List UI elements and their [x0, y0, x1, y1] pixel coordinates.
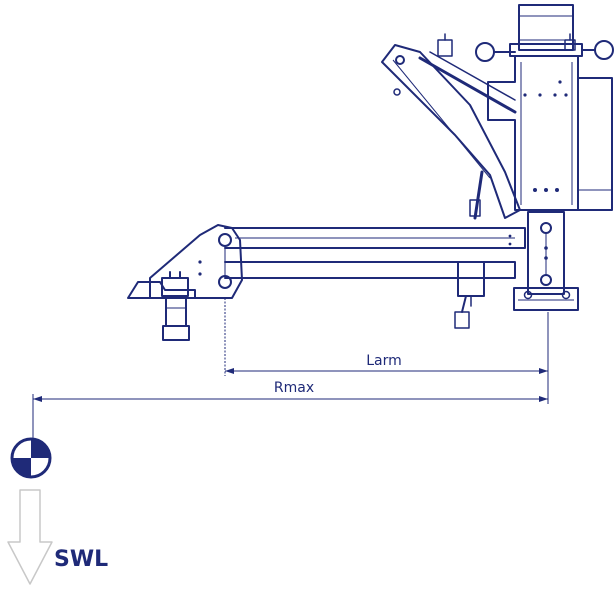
- larm-dimension: [225, 368, 548, 374]
- dimension-extension-lines: [32, 298, 549, 440]
- upper-lever: [381, 33, 521, 220]
- center-of-gravity-icon: [10, 437, 52, 479]
- rmax-dimension: [33, 396, 548, 402]
- rmax-label: Rmax: [274, 380, 314, 396]
- down-arrow-icon: [7, 489, 53, 585]
- hose-assembly: [454, 261, 485, 329]
- tool-head: [127, 271, 196, 341]
- boom-arm: [149, 211, 579, 311]
- swl-label: SWL: [54, 547, 108, 572]
- mast-column: [475, 4, 614, 211]
- larm-label: Larm: [366, 353, 402, 369]
